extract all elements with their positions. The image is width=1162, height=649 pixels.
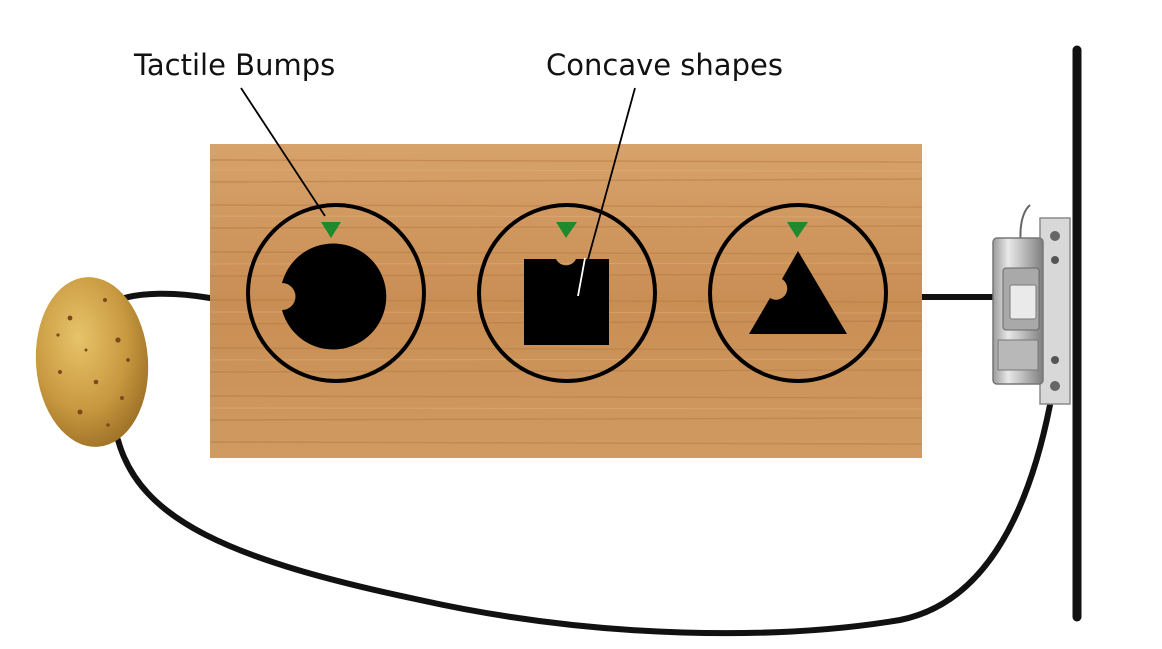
wire-potato-to-lock xyxy=(115,402,1053,637)
label-tactile-bumps: Tactile Bumps xyxy=(133,48,335,82)
slot-ring xyxy=(477,203,657,383)
triangle-shape-with-notch xyxy=(749,251,847,334)
potato-battery-icon xyxy=(35,277,149,447)
square-slot[interactable] xyxy=(477,203,657,383)
slot-ring xyxy=(708,203,888,383)
callout-leader-concave-shapes-white xyxy=(577,257,586,297)
wire-potato-to-board xyxy=(115,290,213,303)
tactile-bump-marker xyxy=(556,222,577,238)
tactile-bump-marker xyxy=(787,222,808,238)
label-concave-shapes: Concave shapes xyxy=(546,48,783,82)
circle-shape-with-notch xyxy=(282,243,387,350)
square-shape-with-notch xyxy=(524,259,609,345)
circle-slot[interactable] xyxy=(246,203,426,383)
electric-door-strike-icon xyxy=(992,217,1071,405)
callout-leader-tactile-bumps xyxy=(240,87,326,217)
tactile-bump-marker xyxy=(321,222,341,238)
slot-ring xyxy=(246,203,426,383)
callout-leader-concave-shapes xyxy=(577,87,636,297)
triangle-slot[interactable] xyxy=(708,203,888,383)
